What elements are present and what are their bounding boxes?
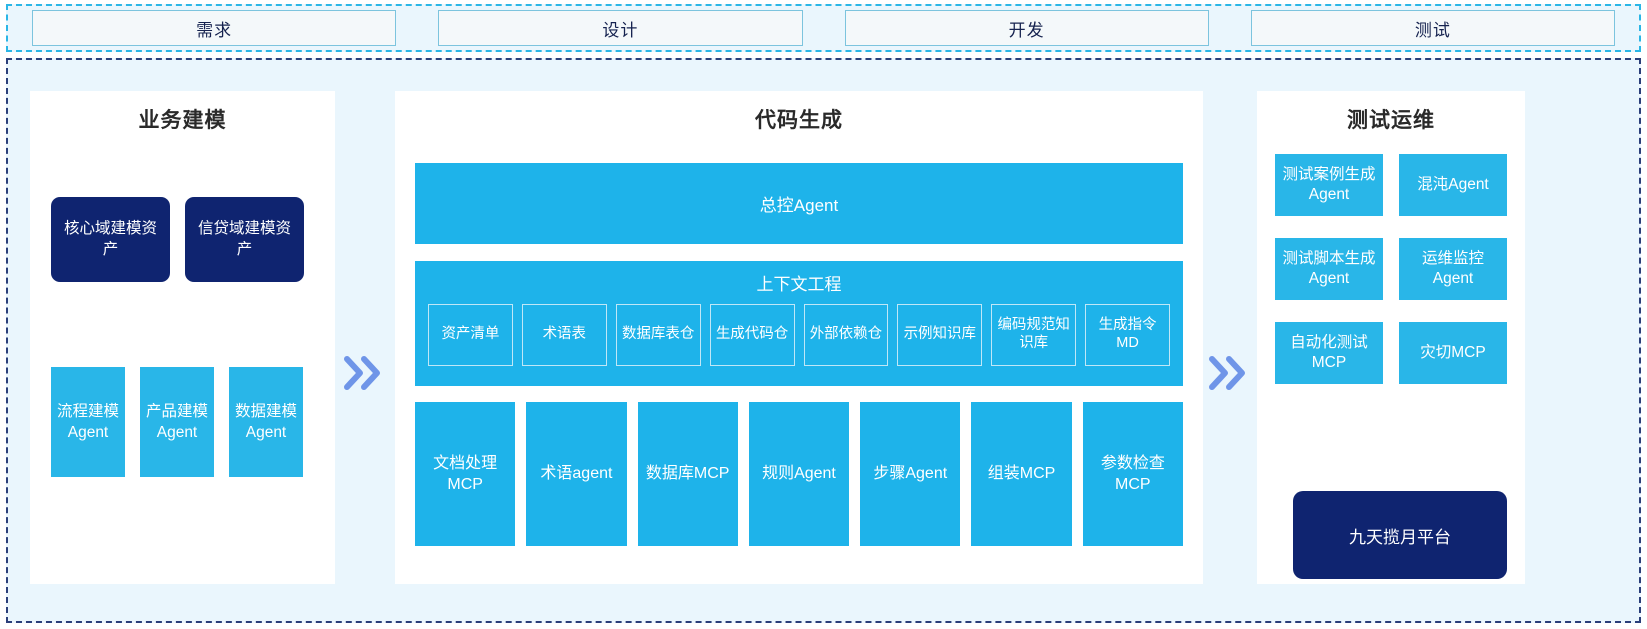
master-agent-label: 总控Agent [759, 196, 839, 215]
ops-box-operations-monitoring-agent[interactable]: 运维监控Agent [1399, 238, 1507, 300]
asset-label: 信贷域建模资产 [197, 219, 291, 258]
modeler-box-data[interactable]: 数据建模Agent [229, 367, 303, 477]
panel-code-generation: 代码生成 总控Agent 上下文工程 资产清单 术语表 数据库表仓 [395, 91, 1203, 584]
tool-box-parameter-check-mcp[interactable]: 参数检查MCP [1082, 402, 1183, 546]
business-asset-row: 核心域建模资产 信贷域建模资产 [51, 197, 304, 282]
modeler-label: 流程建模Agent [56, 402, 119, 441]
context-item-coding-standard-knowledge-base[interactable]: 编码规范知识库 [991, 304, 1077, 366]
context-item-generation-instruction-md[interactable]: 生成指令MD [1085, 304, 1170, 366]
context-item-external-dependency-repo[interactable]: 外部依赖仓 [803, 304, 889, 366]
master-agent-box[interactable]: 总控Agent [415, 163, 1183, 244]
panel-title-code-generation: 代码生成 [755, 109, 843, 132]
tool-label: 术语agent [540, 465, 613, 483]
tool-label: 文档处理MCP [433, 454, 498, 493]
business-modeler-row: 流程建模Agent 产品建模Agent 数据建模Agent [51, 367, 303, 477]
double-chevron-right-icon [341, 351, 385, 395]
ops-box-disaster-recovery-mcp[interactable]: 灾切MCP [1399, 322, 1507, 384]
tool-box-database-mcp[interactable]: 数据库MCP [637, 402, 738, 546]
ops-label: 运维监控Agent [1421, 249, 1484, 287]
modeler-box-product[interactable]: 产品建模Agent [140, 367, 214, 477]
panel-test-operations: 测试运维 测试案例生成Agent 混沌Agent 测试脚本生成Agent 运维监… [1257, 91, 1525, 584]
modeler-label: 数据建模Agent [234, 402, 297, 441]
context-item-label: 编码规范知识库 [997, 317, 1070, 351]
phase-box-design[interactable]: 设计 [438, 10, 803, 46]
main-dashed-container: 业务建模 核心域建模资产 信贷域建模资产 流程建模Agent 产品建模Agent… [6, 58, 1641, 623]
context-item-label: 术语表 [542, 326, 587, 343]
panel-business-modeling: 业务建模 核心域建模资产 信贷域建模资产 流程建模Agent 产品建模Agent… [30, 91, 335, 584]
ops-grid: 测试案例生成Agent 混沌Agent 测试脚本生成Agent 运维监控Agen… [1275, 154, 1507, 384]
ops-box-test-script-generation-agent[interactable]: 测试脚本生成Agent [1275, 238, 1383, 300]
tool-row: 文档处理MCP 术语agent 数据库MCP 规则Agent 步骤Agent 组… [415, 402, 1183, 546]
context-item-label: 示例知识库 [903, 326, 977, 343]
context-engineering-block: 上下文工程 资产清单 术语表 数据库表仓 生成代码仓 外部依赖仓 [415, 261, 1183, 386]
tool-label: 规则Agent [762, 465, 836, 483]
phase-box-development[interactable]: 开发 [844, 10, 1209, 46]
tool-label: 参数检查MCP [1100, 454, 1165, 493]
phase-label: 开发 [1008, 20, 1045, 40]
ops-box-test-case-generation-agent[interactable]: 测试案例生成Agent [1275, 154, 1383, 216]
context-item-label: 生成代码仓 [715, 326, 789, 343]
panel-title-test-operations: 测试运维 [1347, 109, 1435, 132]
context-item-label: 生成指令MD [1098, 317, 1157, 351]
context-item-row: 资产清单 术语表 数据库表仓 生成代码仓 外部依赖仓 示例知 [415, 304, 1183, 366]
context-item-glossary[interactable]: 术语表 [521, 304, 607, 366]
tool-box-glossary-agent[interactable]: 术语agent [526, 402, 627, 546]
context-item-label: 数据库表仓 [621, 326, 695, 343]
ops-label: 混沌Agent [1417, 175, 1489, 193]
phase-box-requirements[interactable]: 需求 [32, 10, 397, 46]
tool-label: 步骤Agent [873, 465, 948, 483]
phase-box-testing[interactable]: 测试 [1250, 10, 1615, 46]
tool-label: 数据库MCP [645, 465, 730, 483]
platform-label: 九天揽月平台 [1349, 527, 1451, 547]
double-chevron-right-icon [1206, 351, 1250, 395]
asset-label: 核心域建模资产 [63, 219, 157, 258]
context-item-generated-code-repo[interactable]: 生成代码仓 [709, 304, 795, 366]
tool-box-rule-agent[interactable]: 规则Agent [748, 402, 850, 546]
platform-box-jiutian-lanyue[interactable]: 九天揽月平台 [1293, 491, 1507, 579]
phase-strip: 需求 设计 开发 测试 [6, 4, 1641, 52]
context-item-db-table-repo[interactable]: 数据库表仓 [615, 304, 701, 366]
asset-box-credit-domain[interactable]: 信贷域建模资产 [185, 197, 304, 282]
ops-box-chaos-agent[interactable]: 混沌Agent [1399, 154, 1507, 216]
ops-label: 灾切MCP [1420, 343, 1486, 361]
asset-box-core-domain[interactable]: 核心域建模资产 [51, 197, 170, 282]
ops-box-automated-test-mcp[interactable]: 自动化测试MCP [1275, 322, 1383, 384]
modeler-label: 产品建模Agent [145, 402, 208, 441]
modeler-box-process[interactable]: 流程建模Agent [51, 367, 125, 477]
tool-box-step-agent[interactable]: 步骤Agent [860, 402, 961, 546]
panel-title-business-modeling: 业务建模 [138, 109, 227, 132]
phase-label: 设计 [602, 20, 639, 40]
ops-label: 测试脚本生成Agent [1282, 249, 1376, 287]
tool-label: 组装MCP [987, 465, 1056, 483]
context-item-example-knowledge-base[interactable]: 示例知识库 [897, 304, 983, 366]
tool-box-assembly-mcp[interactable]: 组装MCP [971, 402, 1072, 546]
ops-label: 自动化测试MCP [1290, 333, 1368, 371]
tool-box-document-processing-mcp[interactable]: 文档处理MCP [415, 402, 516, 546]
context-item-label: 资产清单 [441, 326, 500, 343]
phase-label: 需求 [196, 20, 233, 40]
ops-label: 测试案例生成Agent [1282, 165, 1376, 203]
context-item-asset-list[interactable]: 资产清单 [428, 304, 513, 366]
context-item-label: 外部依赖仓 [809, 326, 883, 343]
context-engineering-title: 上下文工程 [756, 275, 842, 294]
phase-label: 测试 [1414, 20, 1451, 40]
